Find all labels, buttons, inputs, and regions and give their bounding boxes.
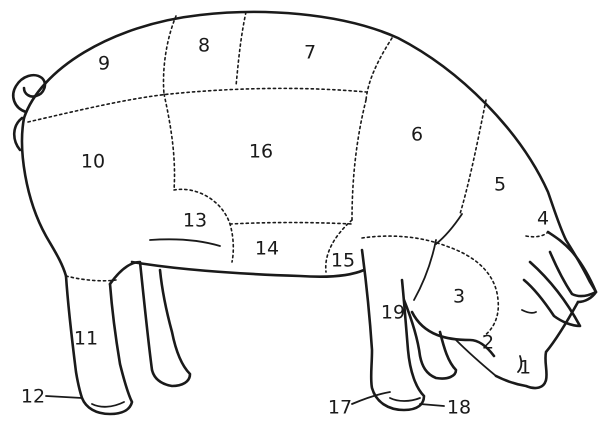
shoulder-crease <box>436 214 462 244</box>
cut-line-back-upper <box>28 88 366 122</box>
fore-hoof-near <box>390 398 420 401</box>
leader-17 <box>352 392 390 404</box>
region-label-15: 15 <box>331 250 355 272</box>
region-label-17: 17 <box>328 397 352 419</box>
region-label-8: 8 <box>198 35 210 57</box>
cut-line-ham-bottom <box>66 276 116 281</box>
cut-line-8-9 <box>164 16 177 94</box>
eye <box>522 310 536 313</box>
region-label-2: 2 <box>482 332 494 354</box>
region-label-6: 6 <box>411 124 423 146</box>
cut-line-6-16 <box>352 100 366 220</box>
region-label-14: 14 <box>255 238 279 260</box>
region-label-10: 10 <box>81 151 105 173</box>
leader-18 <box>420 404 444 406</box>
cut-line-7-8 <box>236 12 246 86</box>
region-label-11: 11 <box>74 328 98 350</box>
cut-line-14-top <box>230 223 352 225</box>
rump-outline <box>22 118 66 276</box>
cut-line-6-7 <box>366 38 392 100</box>
cut-line-4 <box>526 232 548 237</box>
cut-line-5-6 <box>460 100 486 214</box>
region-label-7: 7 <box>304 42 316 64</box>
region-label-18: 18 <box>447 397 471 419</box>
region-label-9: 9 <box>98 53 110 75</box>
hind-hoof-near <box>92 402 124 407</box>
region-label-16: 16 <box>249 141 273 163</box>
face-outline <box>496 302 578 388</box>
region-label-1: 1 <box>519 357 531 379</box>
leg-crease <box>414 240 436 300</box>
region-label-19: 19 <box>381 302 405 324</box>
region-label-4: 4 <box>537 208 549 230</box>
leader-12 <box>46 396 82 398</box>
cut-line-10-16 <box>164 94 175 190</box>
flank-crease <box>150 239 220 246</box>
region-label-5: 5 <box>494 174 506 196</box>
belly-outline <box>132 262 364 277</box>
region-label-13: 13 <box>183 210 207 232</box>
region-label-3: 3 <box>453 286 465 308</box>
region-label-12: 12 <box>21 386 45 408</box>
